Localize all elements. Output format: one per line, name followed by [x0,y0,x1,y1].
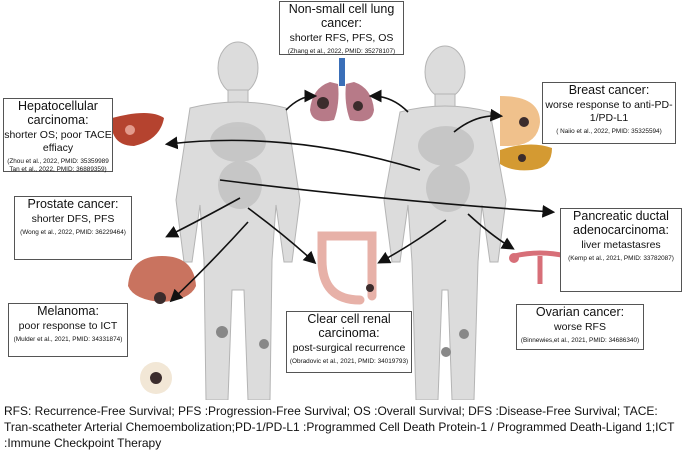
nsclc-desc: shorter RFS, PFS, OS [289,32,394,44]
ccrcc-box: Clear cell renal carcinoma: post-surgica… [286,311,412,373]
breast-cite: ( Naiio et al., 2022, PMID: 35325594) [556,128,662,135]
arrow-to-melanoma [169,221,249,303]
skin-lesion-icon [140,362,172,394]
illustration [112,41,571,400]
arrow-to-colon-right [377,219,447,264]
nsclc-title: Non-small cell lung cancer: [288,2,395,30]
melanoma-box: Melanoma: poor response to ICT (Mulder e… [8,303,128,357]
arrow-to-lungs-right [368,89,409,113]
arrow-to-ovary [467,213,515,250]
melanoma-cite: (Mulder et al., 2021, PMID: 34331874) [13,336,123,343]
pdac-box: Pancreatic ductal adenocarcinoma: liver … [560,208,682,292]
hcc-title: Hepatocellular carcinoma: [18,99,98,127]
left-body-silhouette [175,41,301,400]
nsclc-box: Non-small cell lung cancer: shorter RFS,… [279,1,404,55]
bladder-icon [128,256,196,304]
arrow-to-breast [453,108,504,133]
colon-icon [317,231,377,305]
liver-icon [112,113,164,146]
kidney-icon [216,326,469,357]
abbreviation-footnote: RFS: Recurrence-Free Survival; PFS :Prog… [4,404,675,450]
ovarian-desc: worse RFS [554,321,606,333]
right-body-silhouette [383,45,507,400]
breast-desc: worse response to anti-PD-1/PD-L1 [545,99,673,124]
ovarian-cite: (Binnewies,et al., 2021, PMID: 34686340) [520,337,640,344]
breast-box: Breast cancer: worse response to anti-PD… [542,82,676,144]
breast-icon [500,96,540,146]
prostate-cite: (Wong et al., 2022, PMID: 36229464) [20,229,126,236]
ccrcc-desc: post-surgical recurrence [292,342,406,354]
pdac-desc: liver metastasres [581,239,661,251]
prostate-box: Prostate cancer: shorter DFS, PFS (Wong … [14,196,132,260]
pancreas-icon [500,144,552,171]
arrow-to-pancreas [219,179,556,218]
arrow-to-colon-left [247,207,317,265]
hcc-box: Hepatocellular carcinoma: shorter OS; po… [3,98,113,173]
ovarian-box: Ovarian cancer: worse RFS (Binnewies,et … [516,304,644,350]
prostate-desc: shorter DFS, PFS [31,213,115,225]
nsclc-cite: (Zhang et al., 2022, PMID: 35278107) [287,48,396,55]
melanoma-title: Melanoma: [37,304,99,318]
arrow-to-prostate [165,197,241,238]
hcc-desc: shorter OS; poor TACE effiacy [4,129,112,154]
arrow-to-liver [164,136,421,171]
prostate-title: Prostate cancer: [27,197,119,211]
lungs-icon [310,58,374,122]
ccrcc-cite: (Obradovic et al., 2021, PMID: 34019793) [289,358,409,365]
ccrcc-title: Clear cell renal carcinoma: [307,312,391,340]
hcc-cite-2: Tan et al., 2022, PMID: 36889359) [9,166,107,173]
internal-organs-silhouette [210,122,474,212]
hcc-cite: (Zhou et al., 2022, PMID: 35359989 [7,158,109,165]
pdac-title: Pancreatic ductal adenocarcinoma: [573,209,669,237]
melanoma-desc: poor response to ICT [18,320,118,332]
pdac-cite: (Kemp et al., 2021, PMID: 33782087) [568,255,674,262]
breast-title: Breast cancer: [568,83,650,97]
arrow-to-lungs-left [285,89,318,111]
ovarian-title: Ovarian cancer: [535,305,625,319]
